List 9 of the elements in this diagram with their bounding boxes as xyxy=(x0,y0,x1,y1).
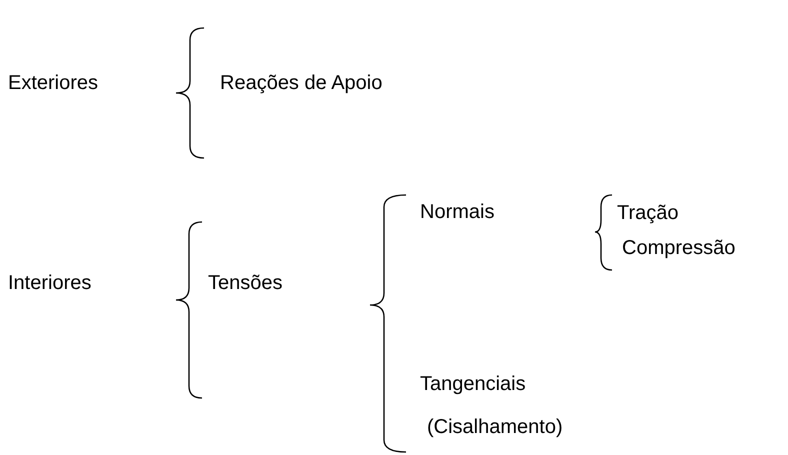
text-label: Tangenciais xyxy=(420,372,526,396)
text-label: (Cisalhamento) xyxy=(427,415,563,439)
text-label: Exteriores xyxy=(8,71,98,95)
text-label: Tração xyxy=(617,201,679,225)
text-label: Tensões xyxy=(208,271,282,295)
text-label: Reações de Apoio xyxy=(220,71,382,95)
text-label: Interiores xyxy=(8,271,92,295)
text-label: Normais xyxy=(420,200,494,224)
text-label: Compressão xyxy=(622,236,736,260)
